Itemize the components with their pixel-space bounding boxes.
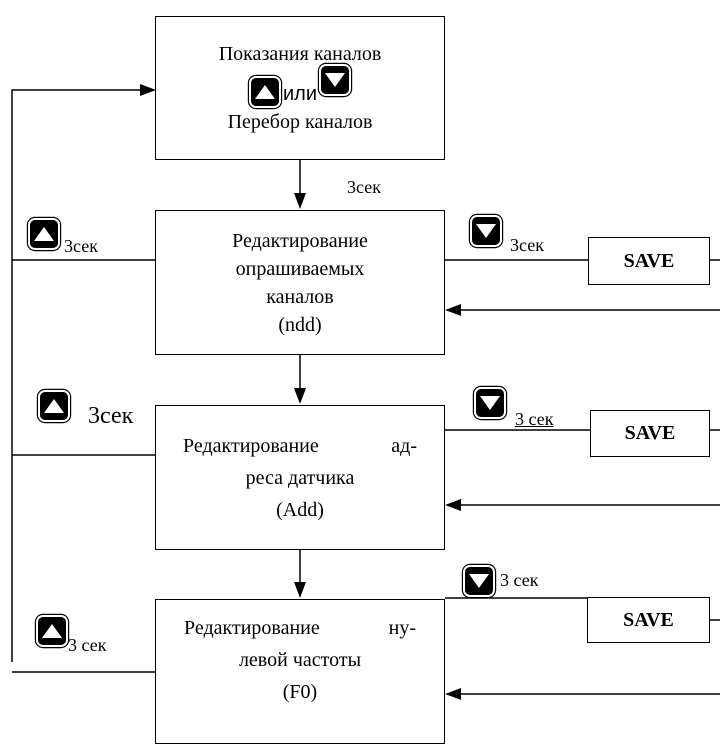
save-box-3: SAVE [587, 597, 710, 643]
up-arrow-key-icon [250, 78, 279, 106]
right-label-2: 3 сек [515, 409, 554, 429]
box-edit-ndd: Редактирование опрашиваемых каналов (ndd… [155, 210, 445, 355]
up-arrow-key-icon [30, 220, 58, 248]
box-edit-add-line2: реса датчика [245, 466, 355, 489]
box-edit-f0: Редактирование ну- левой частоты (F0) [155, 599, 445, 744]
down-arrow-key-icon [465, 567, 493, 595]
down-arrow-key-icon [476, 389, 504, 417]
box-edit-f0-line1: Редактирование ну- [184, 617, 416, 639]
save-box-2: SAVE [590, 410, 710, 457]
box-edit-ndd-line2: опрашиваемых [235, 257, 365, 280]
box-edit-ndd-line3: каналов [266, 285, 334, 308]
left-return-line [11, 89, 148, 662]
left-label-1: 3сек [64, 236, 98, 256]
right-label-1: 3сек [510, 235, 544, 255]
or-label: или [282, 83, 317, 105]
box-channel-readings: Показания каналов или Перебор каналов [155, 16, 445, 160]
save-label-1: SAVE [623, 249, 675, 272]
left-label-3: 3 сек [68, 635, 107, 655]
up-arrow-key-icon [40, 392, 68, 420]
box-channel-readings-line3: Перебор каналов [227, 111, 373, 133]
save-label-3: SAVE [623, 608, 674, 631]
right-label-3: 3 сек [500, 570, 539, 590]
left-label-2: 3сек [88, 403, 134, 429]
down-arrow-label: 3сек [347, 177, 381, 197]
box-edit-ndd-line4: (ndd) [278, 313, 322, 336]
box-channel-readings-line1: Показания каналов [218, 43, 382, 65]
box-edit-add-line1: Редактирование ад- [183, 434, 417, 457]
box-edit-add-line3: (Add) [276, 498, 324, 521]
box-edit-f0-line3: (F0) [282, 681, 318, 703]
down-arrow-key-icon [321, 66, 349, 94]
save-box-1: SAVE [588, 237, 710, 285]
up-or-down-row: или [250, 66, 349, 106]
box-edit-f0-line2: левой частоты [238, 649, 362, 671]
up-arrow-key-icon [38, 617, 66, 645]
box-edit-ndd-line1: Редактирование [232, 229, 368, 252]
box-edit-add: Редактирование ад- реса датчика (Add) [155, 405, 445, 550]
down-arrow-key-icon [472, 217, 500, 245]
save-label-2: SAVE [624, 422, 676, 444]
